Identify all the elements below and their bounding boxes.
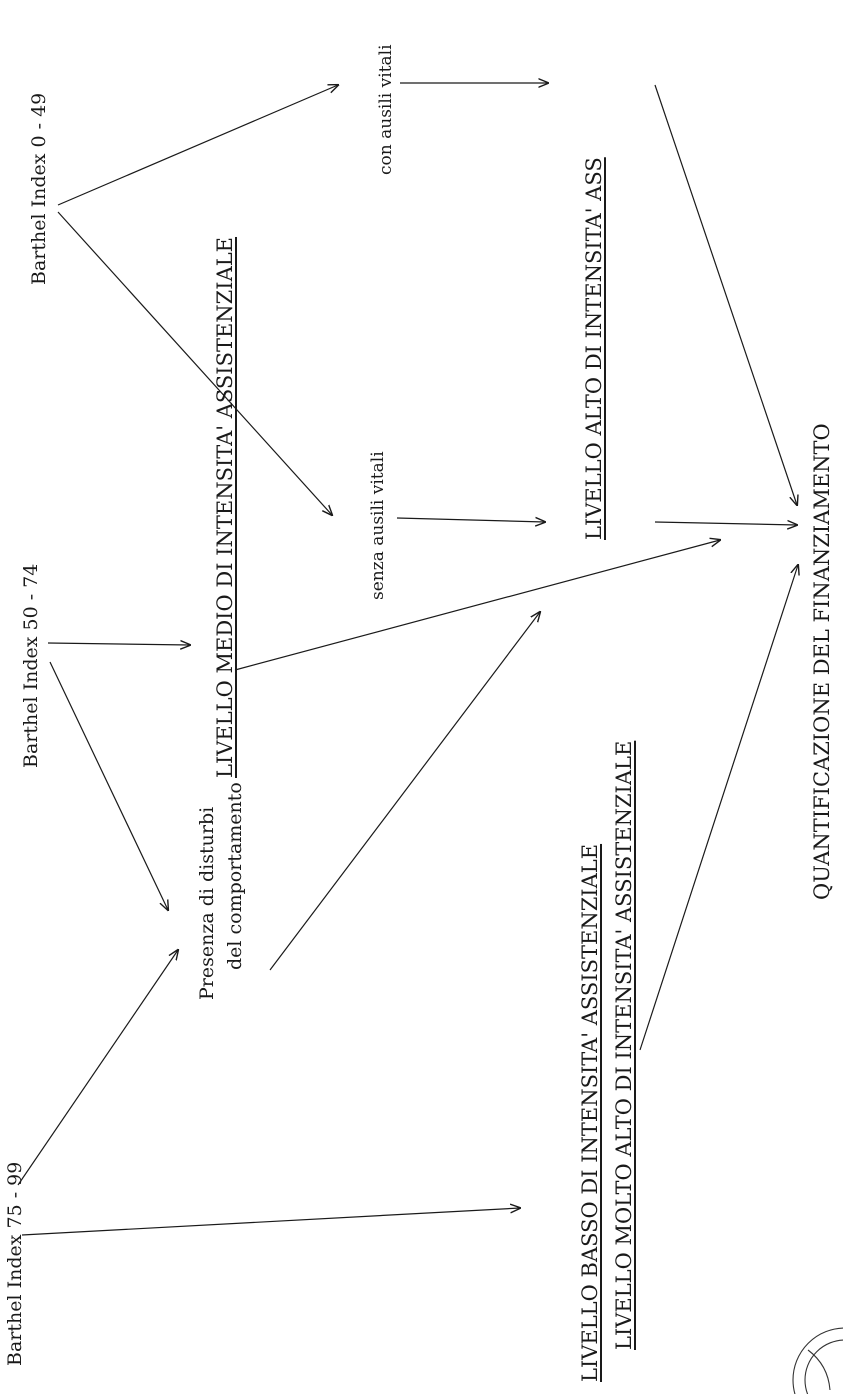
node-senza-ausili-vitali: senza ausili vitali [368, 451, 388, 600]
arrow-disturbi-to-molto-alto [269, 612, 540, 971]
node-livello-basso: LIVELLO BASSO DI INTENSITA' ASSISTENZIAL… [578, 843, 602, 1382]
node-livello-medio: LIVELLO MEDIO DI INTENSITA' ASSISTENZIAL… [213, 236, 237, 778]
arrow-b5074-to-disturbi [49, 661, 168, 910]
arrow-b049-to-senza-ausili [57, 211, 332, 515]
seal-stamp [792, 1327, 843, 1394]
arrow-b7599-to-disturbi [17, 950, 178, 1186]
node-barthel-50-74: Barthel Index 50 - 74 [20, 563, 42, 768]
node-livello-molto-alto: LIVELLO MOLTO ALTO DI INTENSITA' ASSISTE… [612, 740, 636, 1350]
arrow-b049-to-con-ausili [57, 85, 338, 206]
arrow-b7599-to-basso [21, 1208, 520, 1236]
node-disturbi-line2: del comportamento [224, 782, 246, 970]
arrow-molto-alto-to-quantificazione [639, 565, 798, 1051]
node-livello-alto: LIVELLO ALTO DI INTENSITA' ASS [582, 157, 606, 540]
node-quantificazione: QUANTIFICAZIONE DEL FINANZIAMENTO [810, 423, 834, 900]
node-barthel-0-49: Barthel Index 0 - 49 [28, 92, 50, 285]
arrow-alto-to-quantificazione-mid [654, 522, 797, 525]
arrow-medio-to-alto [234, 540, 720, 671]
arrow-b5074-to-medio [47, 643, 190, 645]
arrow-senza-ausili-to-molto-alto [396, 518, 545, 522]
node-barthel-75-99: Barthel Index 75 - 99 [4, 1161, 26, 1366]
node-con-ausili-vitali: con ausili vitali [376, 44, 396, 175]
node-disturbi-line1: Presenza di disturbi [196, 806, 218, 1000]
arrow-alto-to-quantificazione-top [654, 84, 797, 505]
